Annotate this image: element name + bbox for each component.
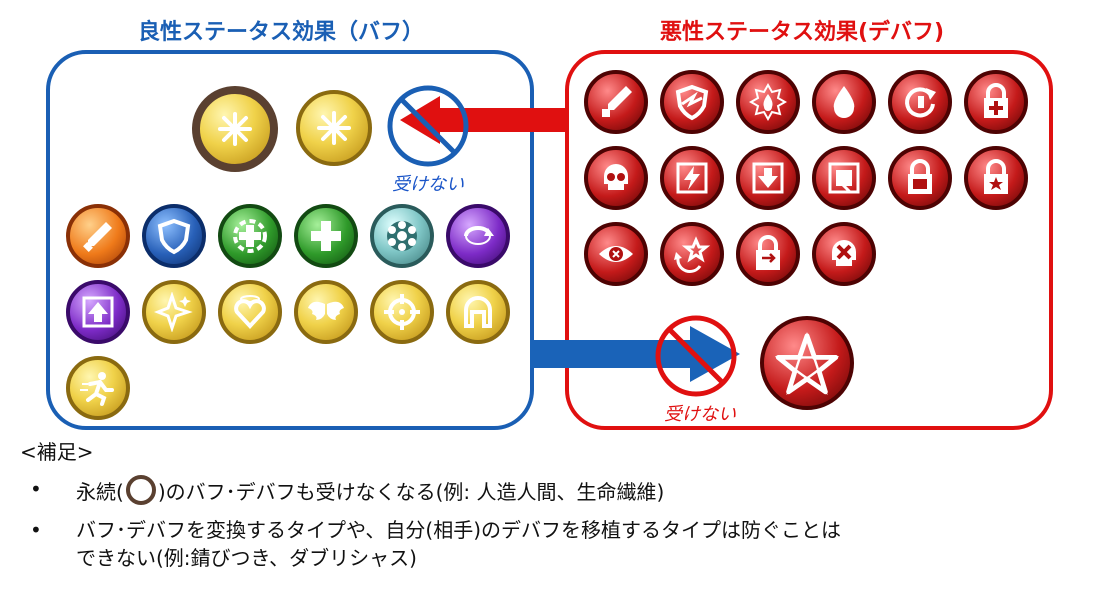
note-item-1: • 永続( )のバフ･デバフも受けなくなる(例: 人造人間、生命繊維) <box>20 475 1080 506</box>
regen-icon <box>218 204 282 268</box>
notes-section: <補足> • 永続( )のバフ･デバフも受けなくなる(例: 人造人間、生命繊維) … <box>20 436 1080 582</box>
heal-icon <box>294 204 358 268</box>
death-icon <box>812 222 876 286</box>
note-1-after: )のバフ･デバフも受けなくなる(例: 人造人間、生命繊維) <box>157 480 665 504</box>
note-item-2: • バフ･デバフを変換するタイプや、自分(相手)のデバフを移植するタイプは防ぐこ… <box>20 516 1080 572</box>
sparkle-icon <box>142 280 206 344</box>
buff-title: 良性ステータス効果（バフ） <box>138 20 425 45</box>
debuff-title: 悪性ステータス効果(デバフ) <box>660 20 945 45</box>
attack-down-icon <box>584 70 648 134</box>
stun-icon <box>660 146 724 210</box>
note-2-line-1: バフ･デバフを変換するタイプや、自分(相手)のデバフを移植するタイプは防ぐことは <box>76 518 842 542</box>
charge-up-icon <box>66 280 130 344</box>
bullet: • <box>30 477 42 501</box>
heal-block-icon <box>964 70 1028 134</box>
note-1-before: 永続( <box>76 480 124 504</box>
notes-list: • 永続( )のバフ･デバフも受けなくなる(例: 人造人間、生命繊維) • バフ･… <box>20 475 1080 572</box>
defense-down-icon <box>660 70 724 134</box>
bullet: • <box>30 518 42 542</box>
accuracy-icon <box>370 280 434 344</box>
notes-heading: <補足> <box>20 440 94 464</box>
debuff-panel <box>565 50 1053 430</box>
immunity-icon <box>296 90 372 166</box>
persistent-immunity-icon <box>192 86 278 172</box>
star-lock-icon <box>964 146 1028 210</box>
confuse-icon <box>660 222 724 286</box>
no-debuff-icon <box>386 84 470 168</box>
buff-panel <box>46 50 534 430</box>
burn-icon <box>736 70 800 134</box>
persistent-ring-icon <box>125 475 156 505</box>
swap-lock-icon <box>736 222 800 286</box>
buff-no-label: 受けない <box>392 174 464 195</box>
lock-icon <box>888 146 952 210</box>
barrier-icon <box>370 204 434 268</box>
reflect-icon <box>446 204 510 268</box>
wings-icon <box>294 280 358 344</box>
note-2-line-2: できない(例:錆びつき、ダブリシャス) <box>76 546 417 570</box>
speed-up-icon <box>66 356 130 420</box>
skill-block-icon <box>812 146 876 210</box>
blind-icon <box>584 222 648 286</box>
debuff-no-label: 受けない <box>664 404 736 425</box>
curse-pentagram-icon <box>760 316 854 410</box>
charm-icon <box>218 280 282 344</box>
cooldown-icon <box>888 70 952 134</box>
helmet-icon <box>446 280 510 344</box>
bleed-icon <box>812 70 876 134</box>
charge-down-icon <box>736 146 800 210</box>
no-buff-icon <box>654 314 738 398</box>
defense-up-icon <box>142 204 206 268</box>
attack-up-icon <box>66 204 130 268</box>
poison-icon <box>584 146 648 210</box>
